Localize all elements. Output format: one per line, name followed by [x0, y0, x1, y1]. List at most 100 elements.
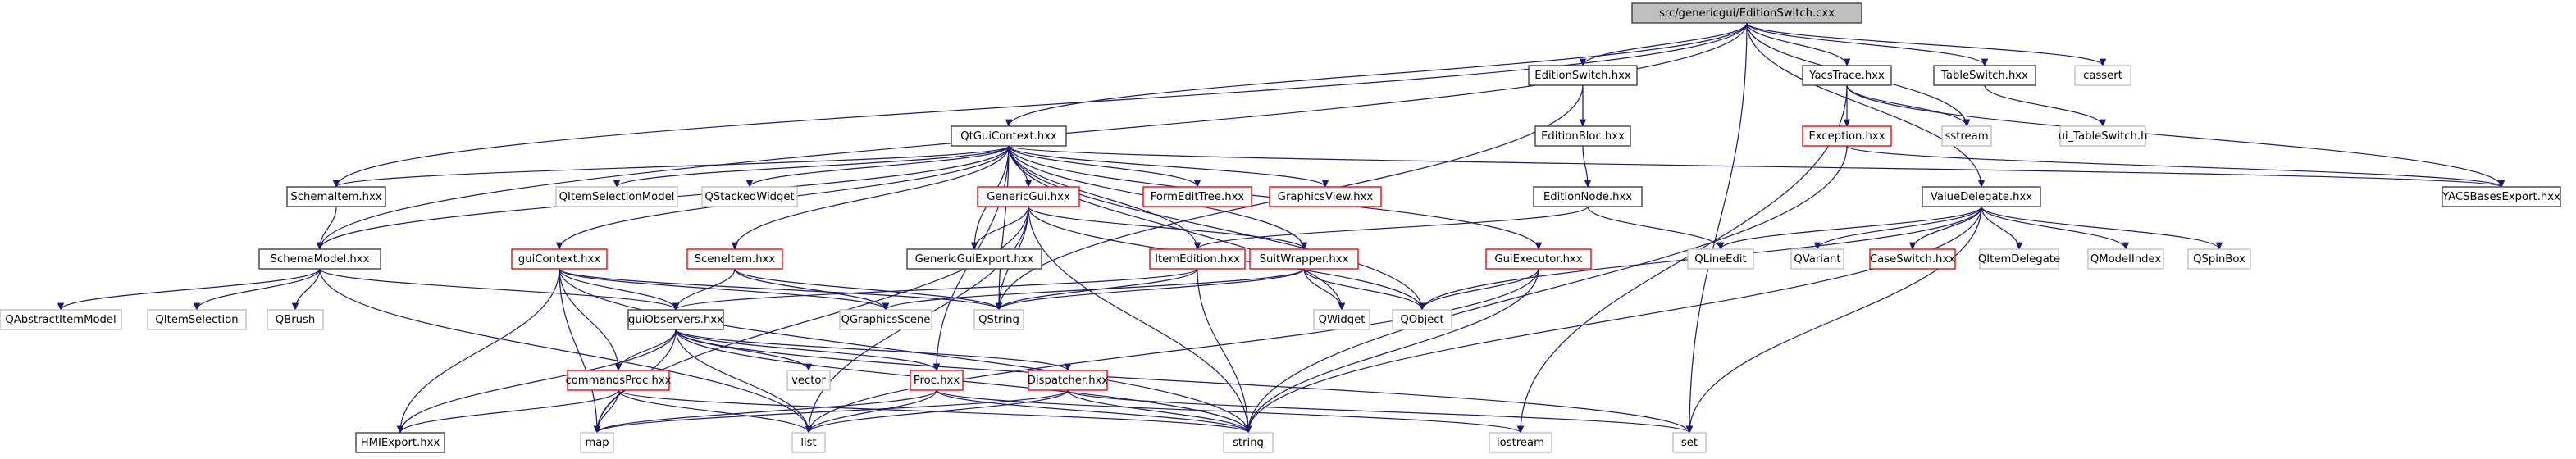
node-box	[1933, 65, 2036, 86]
node-root[interactable]: src/genericgui/EditionSwitch.cxx	[1631, 2, 1862, 24]
node-graphics-view[interactable]: GraphicsView.hxx	[1269, 186, 1382, 207]
edge-value-delegate-to-qmodel-index	[1981, 206, 2127, 250]
node-label: QVariant	[1794, 253, 1840, 266]
node-generic-gui-export[interactable]: GenericGuiExport.hxx	[906, 248, 1042, 270]
node-hmiexport[interactable]: HMIExport.hxx	[355, 432, 445, 453]
node-gui-observers[interactable]: guiObservers.hxx	[627, 309, 724, 330]
node-item-edition[interactable]: ItemEdition.hxx	[1149, 248, 1246, 270]
arrowhead-icon	[932, 363, 941, 371]
edge-value-delegate-to-set	[1689, 206, 1982, 434]
node-edition-bloc[interactable]: EditionBloc.hxx	[1534, 125, 1631, 147]
node-case-switch[interactable]: CaseSwitch.hxx	[1869, 248, 1956, 270]
node-vector: vector	[786, 370, 831, 391]
node-label: QGraphicsScene	[841, 314, 931, 326]
node-commands-proc[interactable]: commandsProc.hxx	[565, 370, 672, 391]
node-suit-wrapper[interactable]: SuitWrapper.hxx	[1249, 248, 1359, 270]
edge-schema-model-to-qabstract-item-model	[60, 268, 321, 311]
arrowhead-icon	[396, 425, 404, 434]
node-label: cassert	[2083, 70, 2122, 82]
node-gui-executor[interactable]: GuiExecutor.hxx	[1485, 248, 1592, 270]
node-generic-gui[interactable]: GenericGui.hxx	[977, 186, 1080, 207]
node-box	[1922, 186, 2041, 207]
arrowhead-icon	[672, 302, 680, 311]
arrowhead-icon	[882, 302, 890, 311]
edges-layer	[57, 22, 2505, 434]
node-scene-item[interactable]: SceneItem.hxx	[686, 248, 783, 270]
node-form-edit-tree[interactable]: FormEditTree.hxx	[1142, 186, 1252, 207]
node-label: map	[585, 437, 609, 449]
edge-gui-executor-to-list	[808, 268, 1539, 434]
node-value-delegate[interactable]: ValueDelegate.hxx	[1922, 186, 2041, 207]
node-sstream: sstream	[1941, 125, 1992, 147]
node-label: QStackedWidget	[704, 191, 794, 203]
node-label: QWidget	[1319, 314, 1366, 326]
edge-qt-gui-context-to-yacsbases-export	[1008, 145, 2502, 188]
node-label: QBrush	[276, 314, 315, 326]
node-qvariant: QVariant	[1790, 248, 1844, 270]
arrowhead-icon	[1584, 180, 1592, 188]
node-label: QSpinBox	[2193, 253, 2245, 266]
node-qt-gui-context[interactable]: QtGuiContext.hxx	[951, 125, 1067, 147]
node-qabstract-item-model: QAbstractItemModel	[0, 309, 122, 330]
node-proc[interactable]: Proc.hxx	[910, 370, 964, 391]
node-box	[286, 186, 386, 207]
arrowhead-icon	[2099, 119, 2107, 127]
edge-schema-model-to-list	[319, 268, 809, 434]
edge-root-to-schema-item	[335, 22, 1748, 188]
arrowhead-icon	[1579, 58, 1587, 66]
node-label: QItemSelection	[155, 314, 238, 326]
node-qitem-selection-model: QItemSelectionModel	[555, 186, 678, 207]
arrowhead-icon	[2497, 180, 2505, 188]
node-qitem-delegate: QItemDelegate	[1978, 248, 2060, 270]
node-table-switch[interactable]: TableSwitch.hxx	[1933, 65, 2036, 86]
node-label: ItemEdition.hxx	[1155, 253, 1240, 266]
node-schema-model[interactable]: SchemaModel.hxx	[258, 248, 381, 270]
arrowhead-icon	[805, 425, 813, 434]
edge-qt-gui-context-to-form-edit-tree	[1008, 145, 1198, 188]
edge-qt-gui-context-to-qobject	[1008, 145, 1423, 311]
node-box	[1249, 248, 1359, 270]
node-yacsbases-export[interactable]: YACSBasesExport.hxx	[2442, 186, 2561, 207]
edge-qt-gui-context-to-qwidget	[1008, 145, 1343, 311]
node-edition-switch[interactable]: EditionSwitch.hxx	[1528, 65, 1638, 86]
node-label: GenericGui.hxx	[987, 191, 1070, 203]
node-schema-item[interactable]: SchemaItem.hxx	[286, 186, 386, 207]
edge-value-delegate-to-qspin-box	[1981, 206, 2220, 250]
node-label: sstream	[1945, 130, 1988, 143]
edge-root-to-set	[1689, 22, 1748, 434]
node-label: YacsTrace.hxx	[1808, 70, 1885, 82]
arrowhead-icon	[1300, 242, 1308, 250]
arrowhead-icon	[1685, 425, 1694, 434]
node-qbrush: QBrush	[267, 309, 324, 330]
node-label: guiContext.hxx	[518, 253, 600, 266]
edge-proc-to-map	[596, 389, 937, 434]
edge-exception-to-yacsbases-export	[1846, 145, 2502, 188]
node-box	[1142, 186, 1252, 207]
node-dispatcher[interactable]: Dispatcher.hxx	[1028, 370, 1109, 391]
arrowhead-icon	[1908, 242, 1917, 250]
arrowhead-icon	[1244, 425, 1252, 434]
arrowhead-icon	[1717, 242, 1725, 250]
edge-item-edition-to-string	[1197, 268, 1249, 434]
node-label: src/genericgui/EditionSwitch.cxx	[1659, 7, 1835, 20]
node-label: CaseSwitch.hxx	[1870, 253, 1955, 266]
node-label: QObject	[1400, 314, 1443, 326]
arrowhead-icon	[970, 242, 978, 250]
arrowhead-icon	[1005, 119, 1013, 127]
node-box	[511, 248, 608, 270]
edge-edition-node-to-qline-edit	[1587, 206, 1721, 250]
edge-root-to-yacs-trace	[1746, 22, 1848, 66]
edge-generic-gui-to-suit-wrapper	[1028, 206, 1305, 250]
node-edition-node[interactable]: EditionNode.hxx	[1533, 186, 1643, 207]
node-box	[555, 186, 678, 207]
node-box	[1313, 309, 1370, 330]
node-box	[906, 248, 1042, 270]
node-gui-context[interactable]: guiContext.hxx	[511, 248, 608, 270]
node-box	[1979, 248, 2059, 270]
node-box	[2059, 125, 2146, 147]
edge-gui-observers-to-set	[675, 329, 1690, 434]
edge-dispatcher-to-string	[1067, 389, 1249, 434]
edge-proc-to-string	[936, 389, 1249, 434]
node-exception[interactable]: Exception.hxx	[1802, 125, 1892, 147]
node-yacs-trace[interactable]: YacsTrace.hxx	[1802, 65, 1892, 86]
